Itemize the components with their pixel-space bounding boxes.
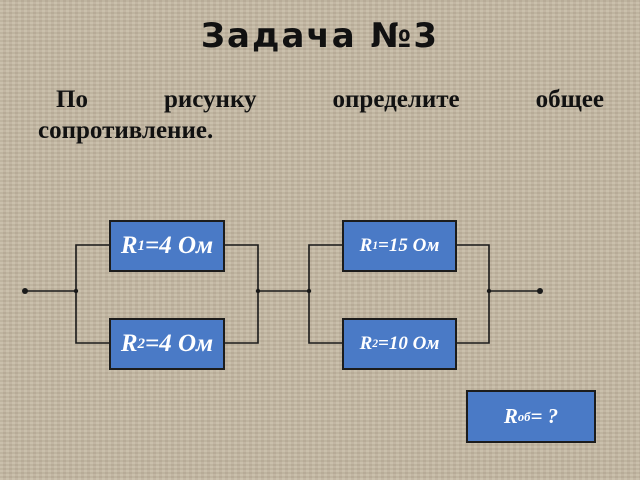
wire-branch-2-bottom bbox=[308, 291, 343, 344]
wire-branch-2-bottom-out bbox=[456, 291, 490, 344]
junction-dot bbox=[486, 288, 492, 294]
junction-dot bbox=[73, 288, 79, 294]
junction-dot bbox=[306, 288, 312, 294]
terminal-left-dot bbox=[22, 288, 28, 294]
wire-branch-1-top-out bbox=[224, 244, 259, 291]
question-line-1: По рисунку определите общее bbox=[38, 84, 604, 115]
wire-branch-2-top bbox=[308, 244, 343, 291]
question-word: рисунку bbox=[163, 86, 257, 113]
wire-branch-1-top bbox=[75, 244, 110, 291]
question-text: По рисунку определите общее сопротивлени… bbox=[38, 84, 604, 146]
junction-dot bbox=[255, 288, 261, 294]
wire-branch-2-top-out bbox=[456, 244, 490, 291]
question-word: общее bbox=[535, 86, 604, 113]
terminal-right-dot bbox=[537, 288, 543, 294]
wire-branch-1-bottom bbox=[75, 291, 110, 344]
question-line-2: сопротивление. bbox=[38, 117, 214, 144]
question-word: определите bbox=[332, 86, 460, 113]
page-title: Задача №3 bbox=[200, 16, 440, 56]
wire-branch-1-bottom-out bbox=[224, 291, 259, 344]
question-word: По bbox=[56, 86, 88, 113]
